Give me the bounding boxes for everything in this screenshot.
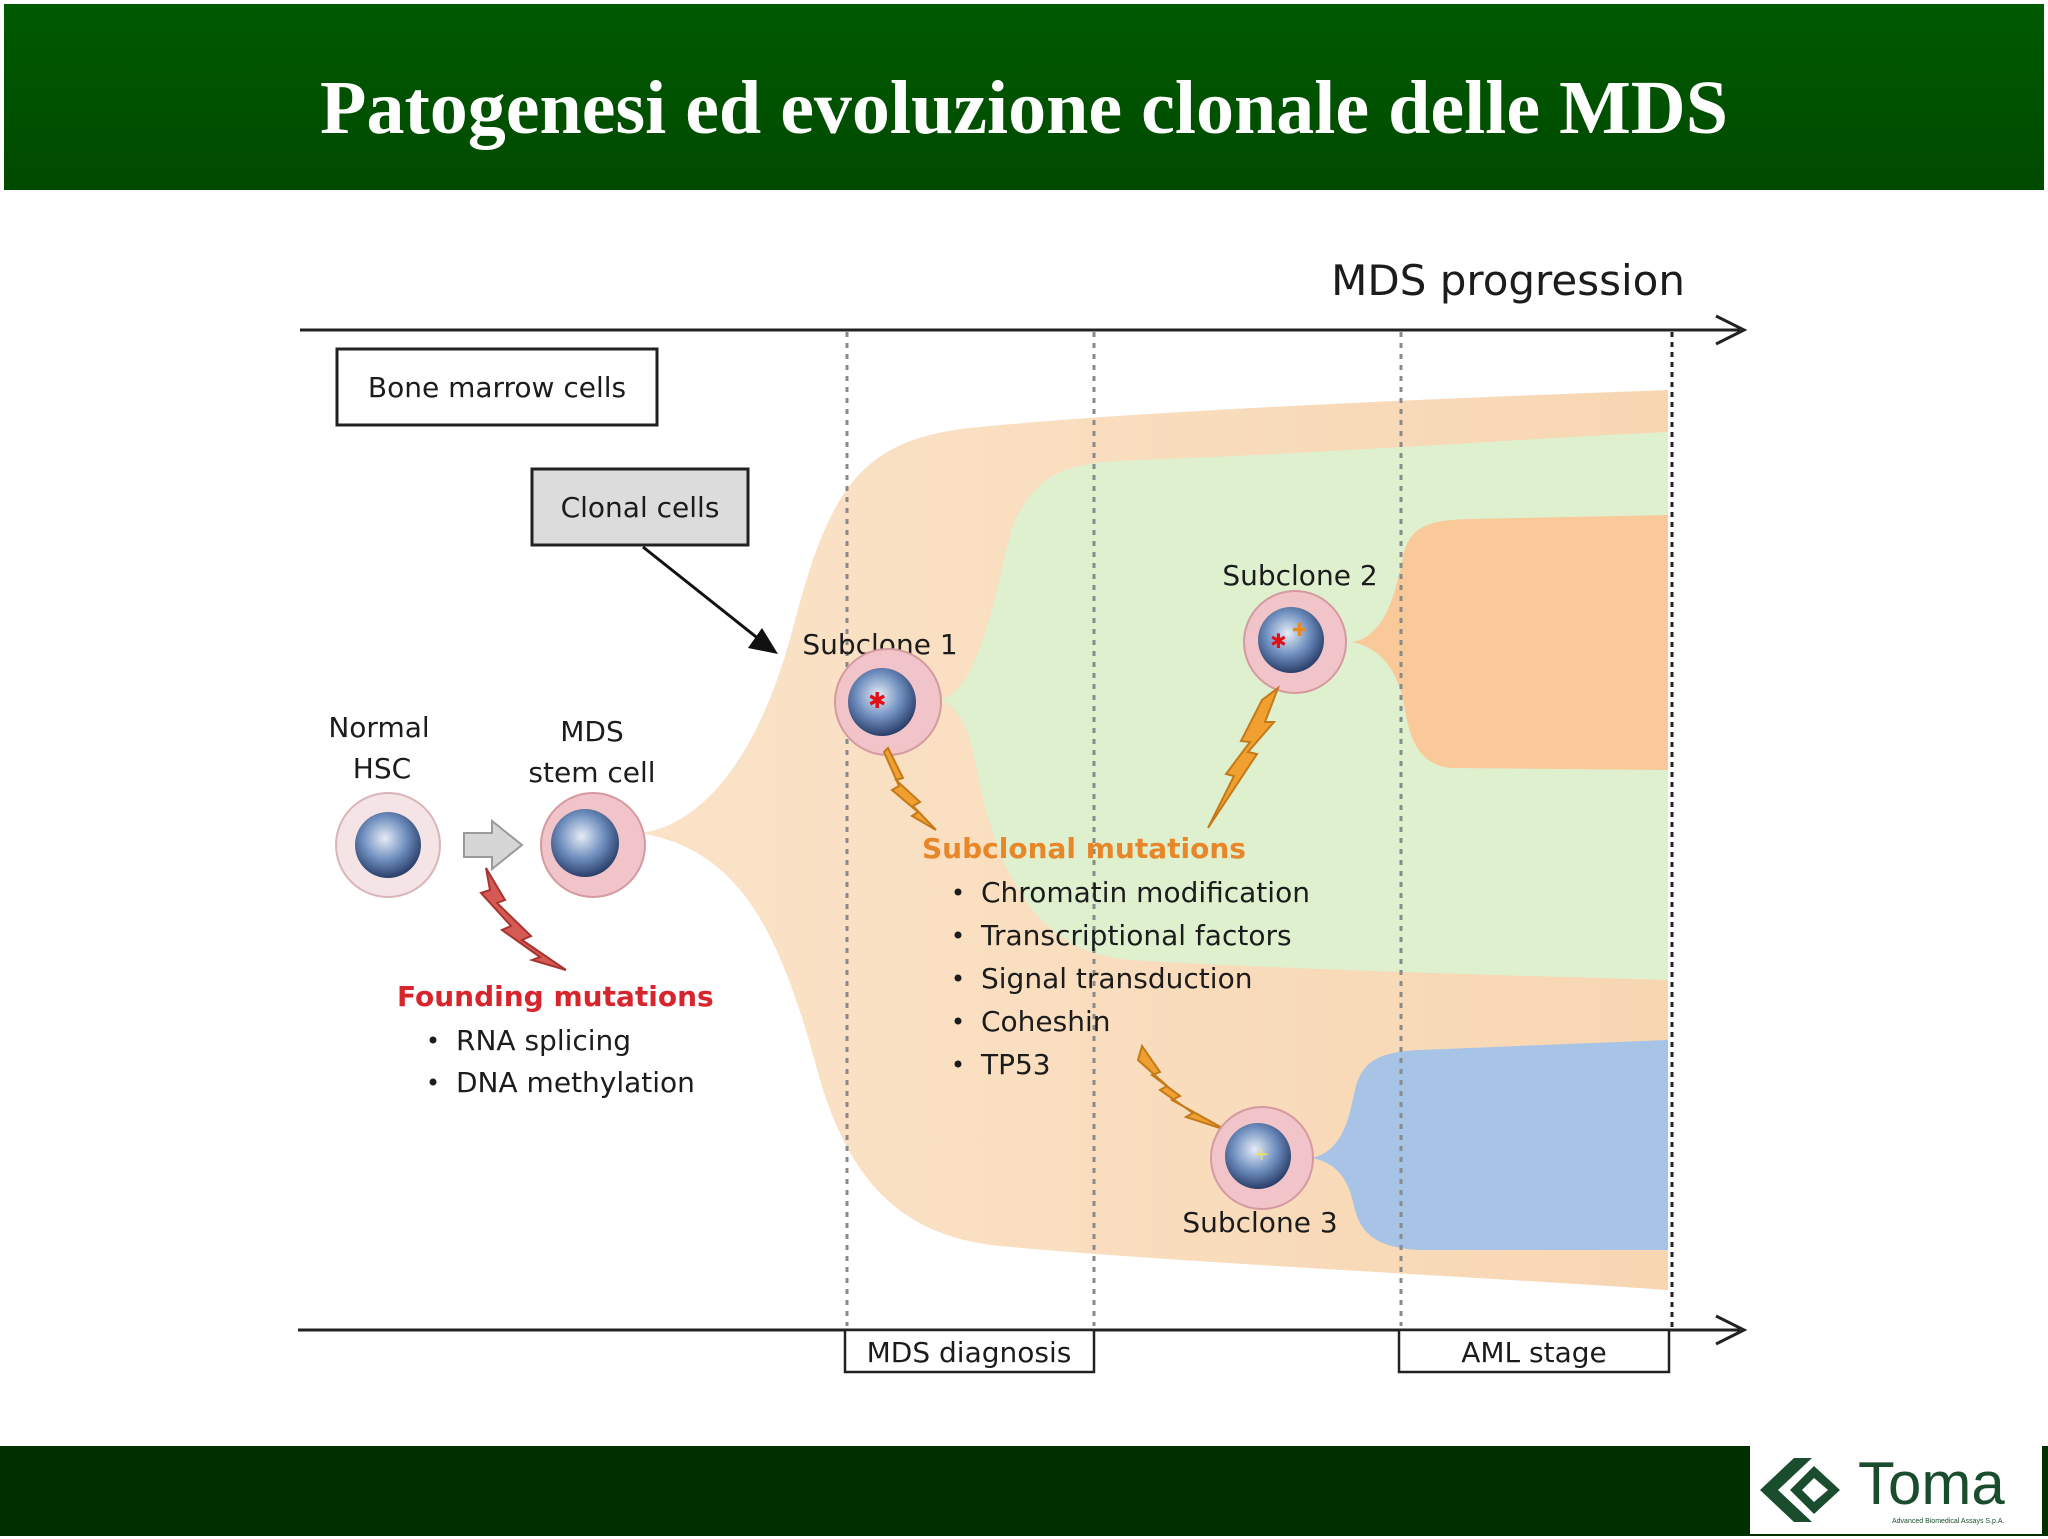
subclone1-cell: ✱ <box>834 648 942 756</box>
founding-mutations-title: Founding mutations <box>397 980 714 1013</box>
subclonal-item-3: Signal transduction <box>981 962 1252 995</box>
clonal-evolution-diagram: MDS progression MDS diagnosis AML stage … <box>298 256 1748 1374</box>
subclone3-label: Subclone 3 <box>1182 1206 1337 1239</box>
founding-lightning-icon <box>479 867 567 971</box>
toma-logo-tagline: Advanced Biomedical Assays S.p.A. <box>1892 1518 2005 1525</box>
subclonal-bullet-4 <box>954 1017 962 1025</box>
normal-hsc-label-line1: Normal <box>328 711 429 744</box>
subclone2-label: Subclone 2 <box>1222 559 1377 592</box>
clonal-cells-pointer <box>642 545 761 642</box>
slide-title: Patogenesi ed evoluzione clonale delle M… <box>320 66 1728 150</box>
subclonal-bullet-1 <box>954 888 962 896</box>
subclone2-mutation-star-red: ✱ <box>1270 629 1287 653</box>
bone-marrow-box <box>335 347 659 427</box>
subclonal-mutations-title: Subclonal mutations <box>922 832 1246 865</box>
subclone2-region <box>1352 515 1668 770</box>
subclone3-region <box>1312 1040 1668 1250</box>
clonal-cells-box <box>530 467 750 547</box>
subclone3-lightning-icon <box>1136 1043 1227 1131</box>
founding-mutations-list: RNA splicing DNA methylation <box>429 1024 695 1099</box>
aml-stage-box <box>1397 1328 1671 1374</box>
mds-stem-label-line2: stem cell <box>528 756 655 789</box>
founding-item-1: RNA splicing <box>456 1024 631 1057</box>
toma-logo-wordmark: Toma <box>1858 1450 2005 1517</box>
subclonal-mutations-list: Chromatin modification Transcriptional f… <box>954 876 1310 1081</box>
bottom-axis-arrowhead <box>1715 1314 1748 1346</box>
footer-bar <box>0 1446 2048 1536</box>
mds-stem-label-line1: MDS <box>560 715 624 748</box>
toma-logo: Toma Advanced Biomedical Assays S.p.A. <box>1750 1446 2042 1534</box>
normal-hsc-cell <box>335 792 441 898</box>
clonal-cells-arrowhead <box>748 628 778 654</box>
subclone3-cell: + <box>1210 1106 1314 1210</box>
subclone2-lightning-icon <box>1207 685 1281 829</box>
subclone1-lightning-icon <box>882 746 937 831</box>
subclone3-mutation-mark: + <box>1254 1144 1269 1165</box>
subclonal-bullet-5 <box>954 1060 962 1068</box>
title-bar: Patogenesi ed evoluzione clonale delle M… <box>4 4 2044 190</box>
transition-arrow <box>463 818 524 872</box>
subclone2-cell: ✱ ✚ <box>1243 590 1347 694</box>
founding-item-2: DNA methylation <box>456 1066 695 1099</box>
subclonal-bullet-3 <box>954 974 962 982</box>
clonal-cells-label: Clonal cells <box>561 491 720 524</box>
subclonal-item-2: Transcriptional factors <box>980 919 1292 952</box>
bone-marrow-label: Bone marrow cells <box>368 371 626 404</box>
founding-bullet-2 <box>429 1078 437 1086</box>
subclone2-mutation-star-orange: ✚ <box>1292 620 1307 641</box>
mds-diagnosis-box <box>843 1328 1096 1374</box>
mds-diagnosis-label: MDS diagnosis <box>867 1336 1072 1369</box>
top-axis-arrowhead <box>1715 314 1748 346</box>
subclonal-bullet-2 <box>954 931 962 939</box>
time-markers <box>845 332 1403 1326</box>
toma-logo-mark-icon <box>1760 1458 1840 1522</box>
normal-hsc-label-line2: HSC <box>353 752 411 785</box>
subclonal-item-5: TP53 <box>980 1048 1051 1081</box>
subclonal-item-1: Chromatin modification <box>981 876 1310 909</box>
subclone1-mutation-star: ✱ <box>868 689 886 714</box>
subclonal-item-4: Coheshin <box>981 1005 1111 1038</box>
aml-stage-label: AML stage <box>1461 1336 1607 1369</box>
founding-bullet-1 <box>429 1036 437 1044</box>
progression-label: MDS progression <box>1331 256 1685 305</box>
mds-stem-cell <box>540 792 646 898</box>
